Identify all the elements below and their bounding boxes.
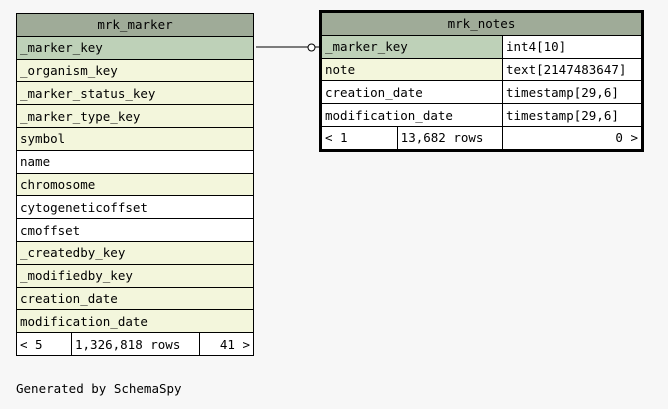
column-name[interactable]: name <box>16 149 254 174</box>
column-row-name[interactable]: name <box>16 149 254 174</box>
column-name[interactable]: _marker_key <box>16 35 254 60</box>
children-link[interactable]: 41 > <box>199 332 254 356</box>
column-name[interactable]: symbol <box>16 126 254 151</box>
column-name[interactable]: cmoffset <box>16 218 254 242</box>
column-type: timestamp[29,6] <box>502 80 643 105</box>
column-row-modifiedby-key[interactable]: _modifiedby_key <box>16 263 254 288</box>
column-row-creation-date[interactable]: creation_date <box>16 286 254 311</box>
row-count: 1,326,818 rows <box>71 332 200 356</box>
column-row-cmoffset[interactable]: cmoffset <box>16 218 254 242</box>
column-name[interactable]: _marker_type_key <box>16 104 254 128</box>
column-name[interactable]: chromosome <box>16 172 254 197</box>
column-name[interactable]: _marker_key <box>320 34 503 59</box>
column-row-marker-key[interactable]: _marker_key <box>16 35 254 60</box>
column-row-marker-type-key[interactable]: _marker_type_key <box>16 104 254 128</box>
column-name[interactable]: creation_date <box>16 286 254 311</box>
column-name[interactable]: _modifiedby_key <box>16 263 254 288</box>
column-name[interactable]: creation_date <box>320 80 503 105</box>
column-type: text[2147483647] <box>502 57 643 82</box>
table-mrk-marker[interactable]: mrk_marker _marker_key_organism_key_mark… <box>16 13 254 356</box>
column-name[interactable]: _createdby_key <box>16 240 254 265</box>
parents-link[interactable]: < 5 <box>16 332 72 356</box>
zero-cardinality-icon <box>307 43 316 52</box>
column-row-createdby-key[interactable]: _createdby_key <box>16 240 254 265</box>
table-title[interactable]: mrk_notes <box>320 11 643 36</box>
column-name[interactable]: modification_date <box>16 309 254 334</box>
column-row-symbol[interactable]: symbol <box>16 126 254 151</box>
generated-by-label: Generated by SchemaSpy <box>16 381 182 396</box>
table-footer: < 1 13,682 rows 0 > <box>320 125 643 151</box>
children-link[interactable]: 0 > <box>502 125 643 151</box>
column-type: timestamp[29,6] <box>502 103 643 127</box>
column-row-modification-date[interactable]: modification_date <box>16 309 254 334</box>
table-footer: < 5 1,326,818 rows 41 > <box>16 332 254 356</box>
table-header[interactable]: mrk_notes <box>320 11 643 36</box>
column-row-chromosome[interactable]: chromosome <box>16 172 254 197</box>
row-count: 13,682 rows <box>396 125 504 151</box>
